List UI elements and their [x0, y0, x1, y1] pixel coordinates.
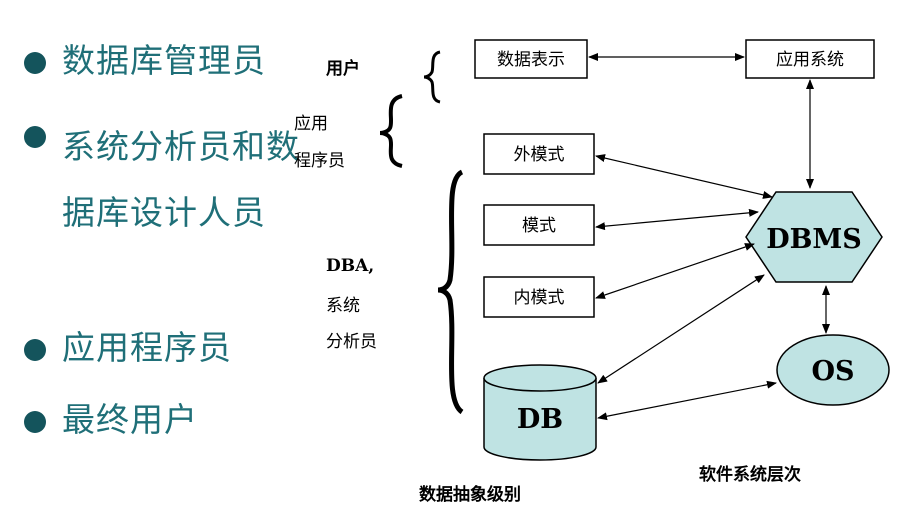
- caption-software-layers: 软件系统层次: [699, 464, 801, 485]
- bullet-text: 应用程序员: [62, 328, 232, 367]
- bullet-list: 数据库管理员 系统分析员和数据库设计人员 应用程序员 最终用户: [22, 40, 302, 459]
- brace-user: [423, 50, 441, 104]
- role-label-app-programmer-2: 程序员: [294, 151, 345, 171]
- bullet-dot: [24, 126, 46, 148]
- db-cylinder-body: [483, 378, 597, 461]
- caption-abstraction-levels: 数据抽象级别: [419, 484, 521, 505]
- arrow-external-dbms: [595, 154, 773, 199]
- os-ellipse: [776, 334, 890, 406]
- dbms-label: DBMS: [766, 224, 862, 255]
- box-external-schema: [483, 133, 595, 175]
- db-cylinder-top: [483, 364, 597, 392]
- brace-dba: [437, 169, 464, 415]
- box-internal-schema-label: 内模式: [514, 288, 565, 308]
- arrow-db-dbms: [597, 274, 765, 384]
- role-label-app-programmer-1: 应用: [294, 114, 328, 134]
- bullet-text: 数据库管理员: [62, 41, 266, 80]
- role-label-analyst-2: 分析员: [326, 332, 377, 352]
- box-schema: [483, 204, 595, 246]
- bullet-text: 最终用户: [62, 400, 198, 439]
- box-internal-schema: [483, 276, 595, 318]
- box-data-display-label: 数据表示: [497, 50, 565, 70]
- bullet-dot: [24, 411, 46, 433]
- box-app-system: [745, 39, 875, 79]
- bullet-item-analyst: 系统分析员和数据库设计人员: [22, 114, 302, 319]
- bullet-item-dba: 数据库管理员: [22, 40, 302, 100]
- box-app-system-label: 应用系统: [776, 50, 844, 70]
- role-label-dba: DBA,: [326, 256, 375, 276]
- bullet-item-programmer: 应用程序员: [22, 327, 302, 387]
- arrow-db-os: [597, 380, 777, 421]
- arrow-internal-dbms: [595, 243, 755, 299]
- box-external-schema-label: 外模式: [514, 145, 565, 165]
- bullet-dot: [24, 52, 46, 74]
- os-label: OS: [811, 356, 854, 387]
- box-data-display: [474, 39, 588, 79]
- bullet-dot: [24, 339, 46, 361]
- role-label-user: 用户: [326, 59, 360, 79]
- bullet-item-end-user: 最终用户: [22, 399, 302, 459]
- bullet-text: 系统分析员和数据库设计人员: [62, 127, 300, 232]
- box-schema-label: 模式: [522, 216, 556, 236]
- db-label: DB: [517, 404, 563, 435]
- arrow-schema-dbms: [595, 208, 759, 231]
- dbms-hexagon: [745, 191, 883, 283]
- role-label-analyst-1: 系统: [326, 296, 360, 316]
- brace-app-programmer: [379, 94, 403, 168]
